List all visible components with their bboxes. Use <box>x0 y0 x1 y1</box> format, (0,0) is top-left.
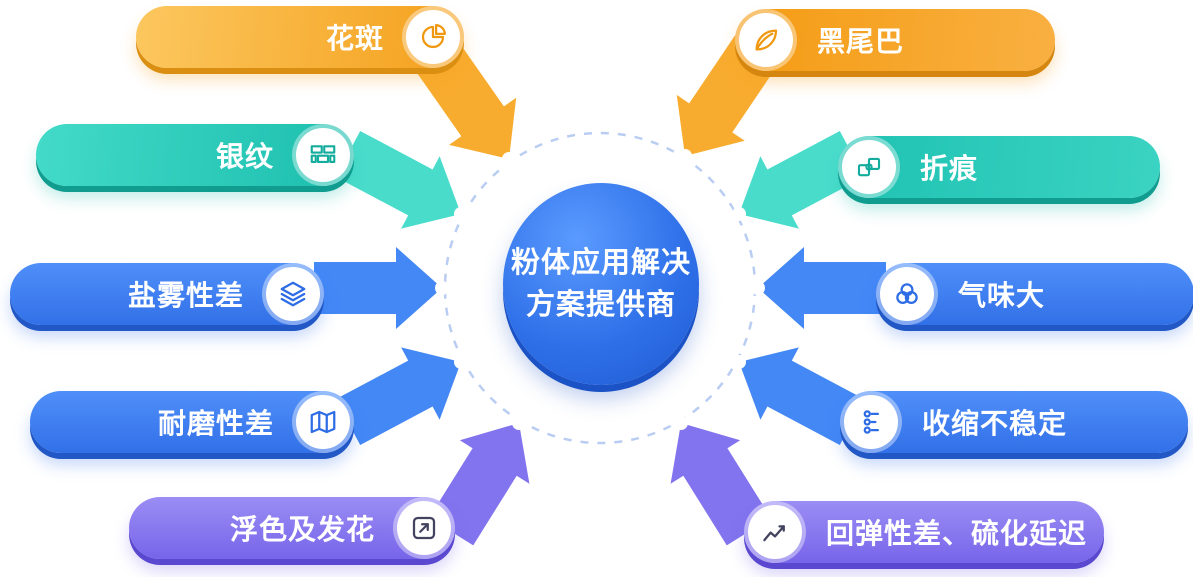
pie-chart-icon <box>421 24 446 49</box>
pill-label: 回弹性差、硫化延迟 <box>826 518 1088 549</box>
pill-naimoxingcha: 耐磨性差 <box>30 391 354 453</box>
icon-circle <box>266 267 320 321</box>
pill-label: 黑尾巴 <box>817 26 905 57</box>
connector-dots <box>435 149 765 430</box>
pill-label: 收缩不稳定 <box>922 408 1068 439</box>
branch-dots-icon <box>863 410 879 434</box>
connector-dot <box>502 152 516 166</box>
connector-dot <box>674 416 688 430</box>
pill-yanwuxingcha: 盐雾性差 <box>10 263 324 325</box>
icon-circle <box>739 13 793 67</box>
layers-icon <box>280 281 306 307</box>
arrow-connector <box>739 347 865 446</box>
arrow-connector <box>758 247 886 329</box>
pill-heiweiba: 黑尾巴 <box>735 9 1055 71</box>
pill-label: 盐雾性差 <box>127 280 244 311</box>
icon-circle <box>844 395 898 449</box>
pill-label: 银纹 <box>215 141 274 172</box>
center-title: 粉体应用解决 方案提供商 <box>511 242 691 326</box>
map-icon <box>310 410 336 434</box>
pill-label: 耐磨性差 <box>157 408 274 439</box>
connector-dot <box>454 207 468 221</box>
icon-circle <box>296 128 350 182</box>
pill-label: 折痕 <box>920 153 979 184</box>
arrow-connector <box>739 130 865 229</box>
center-title-line1: 粉体应用解决 <box>510 246 691 279</box>
leaf-icon <box>755 29 778 51</box>
line-chart-icon <box>763 525 785 542</box>
connector-dot <box>678 149 692 163</box>
pill-shousuobuwending: 收缩不稳定 <box>840 391 1188 453</box>
icon-circle <box>406 10 460 64</box>
pill-label: 浮色及发花 <box>229 514 375 545</box>
venn-circles-icon <box>896 283 918 305</box>
puzzle-icon <box>857 157 881 177</box>
arrow-connector <box>335 130 461 229</box>
pill-fusejifahua: 浮色及发花 <box>129 497 455 559</box>
pill-qiweida: 气味大 <box>876 263 1193 325</box>
pill-yinwen: 银纹 <box>36 124 354 186</box>
connector-dot <box>751 281 765 295</box>
pill-huitanxingcha: 回弹性差、硫化延迟 <box>744 501 1104 563</box>
center-circle: 粉体应用解决 方案提供商 <box>503 183 699 385</box>
icon-circle <box>296 395 350 449</box>
arrow-connector <box>429 423 530 546</box>
arrow-connector <box>314 247 442 329</box>
connector-dot <box>512 416 526 430</box>
connector-dot <box>435 281 449 295</box>
pill-label: 花斑 <box>325 23 384 54</box>
arrow-connector <box>414 39 517 159</box>
arrow-connector <box>335 347 461 446</box>
icon-circle <box>842 140 896 194</box>
pill-label: 气味大 <box>958 280 1046 311</box>
icon-circle <box>748 505 802 559</box>
brick-wall-icon <box>310 145 336 163</box>
icon-circle <box>880 267 934 321</box>
pill-zhehen: 折痕 <box>838 136 1160 198</box>
icon-circle <box>397 501 451 555</box>
connector-dot <box>454 355 468 369</box>
arrow-up-right-icon <box>412 516 436 540</box>
connector-dot <box>732 355 746 369</box>
connector-dot <box>732 207 746 221</box>
arrow-connector <box>670 423 771 546</box>
center-title-line2: 方案提供商 <box>525 289 676 321</box>
pill-huaban: 花斑 <box>136 6 464 68</box>
